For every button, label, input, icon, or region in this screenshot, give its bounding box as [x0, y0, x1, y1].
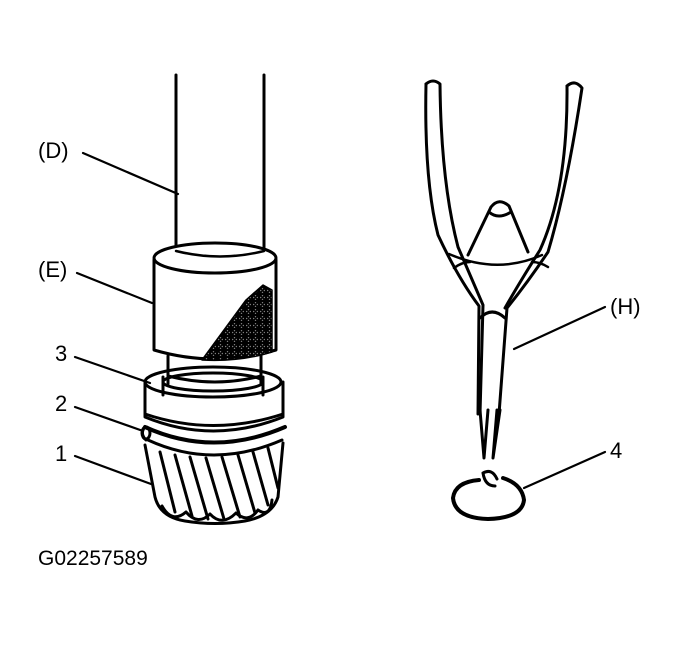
leader-4 — [522, 450, 607, 490]
leader-d — [81, 151, 180, 196]
leader-3 — [73, 355, 152, 385]
callout-h: (H) — [610, 294, 641, 319]
callout-3: 3 — [55, 341, 68, 366]
callout-1: 1 — [55, 441, 68, 466]
leader-e — [75, 271, 154, 305]
callout-d: (D) — [38, 138, 69, 163]
socket-adapter — [152, 241, 278, 386]
pinion-gear — [143, 438, 285, 525]
callout-4: 4 — [610, 438, 623, 463]
leader-1 — [73, 454, 153, 486]
leader-2 — [73, 405, 145, 433]
leader-lines — [73, 151, 607, 490]
leader-h — [512, 305, 607, 351]
driver-tube — [174, 73, 266, 253]
figure-id: G02257589 — [38, 547, 148, 570]
callout-2: 2 — [55, 391, 68, 416]
callout-e: (E) — [38, 257, 68, 282]
snap-ring-pliers — [424, 79, 584, 460]
snap-ring-2 — [140, 425, 287, 445]
snap-ring-4 — [451, 470, 526, 521]
